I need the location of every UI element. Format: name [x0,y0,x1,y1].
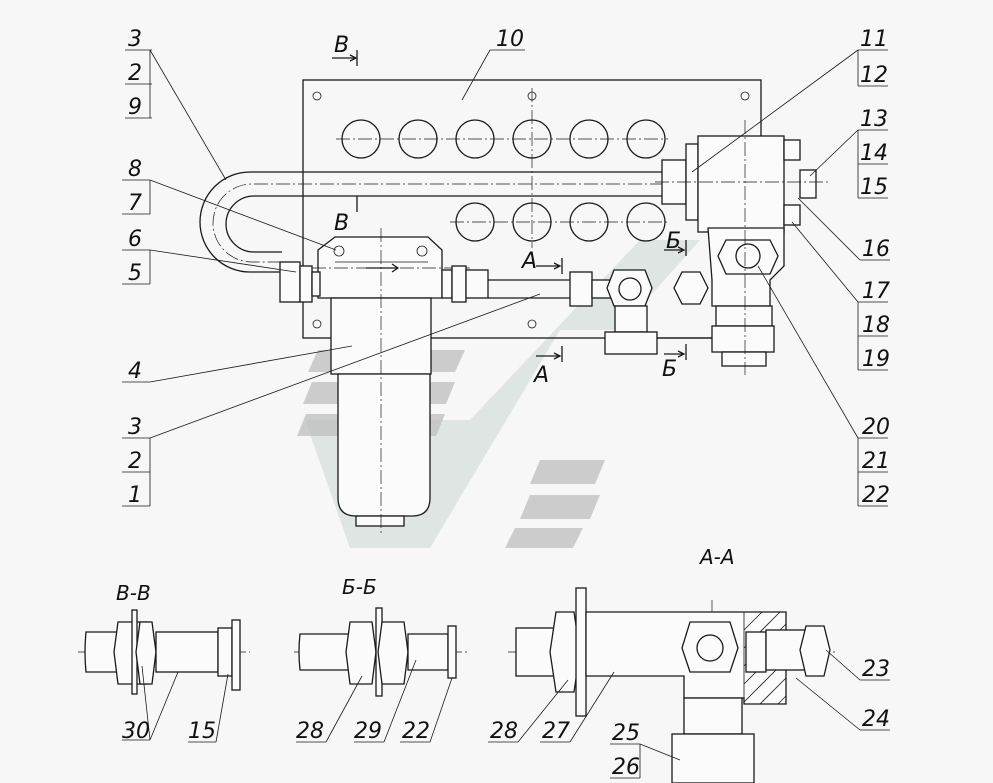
label-15-bottom: 15 [188,719,216,744]
title-vv: В-В [116,581,151,605]
label-30: 30 [122,719,150,744]
marker-b-top: Б [666,229,681,254]
label-27: 27 [542,719,570,744]
section-markers [332,50,687,362]
leader-lines [122,49,890,507]
label-22-top: 22 [862,483,890,508]
label-12: 12 [860,63,888,88]
marker-b-bot: Б [662,357,677,382]
title-bb: Б-Б [342,575,377,599]
label-13: 13 [860,107,888,132]
label-21: 21 [862,449,890,474]
label-15-top: 15 [860,175,888,200]
section-view-vv [78,609,250,743]
label-7: 7 [128,191,142,216]
label-28-bb: 28 [296,719,324,744]
label-23: 23 [862,657,890,682]
label-6: 6 [128,227,142,252]
label-9: 9 [128,95,142,120]
label-10: 10 [496,27,524,52]
label-26: 26 [612,755,640,780]
section-view-aa [488,587,890,783]
label-20: 20 [862,415,890,440]
label-3-bottom: 3 [128,415,142,440]
label-24: 24 [862,707,890,732]
label-22-bottom: 22 [402,719,430,744]
label-14: 14 [860,141,888,166]
title-aa: А-А [698,545,735,569]
section-marker-labels: В В А А Б Б [334,33,681,388]
label-11: 11 [860,27,888,52]
section-titles: В-В Б-Б А-А [116,545,735,605]
mounting-plate [302,79,762,339]
section-view-bb [294,607,470,743]
label-4: 4 [128,359,142,384]
label-1: 1 [128,483,142,508]
label-16: 16 [862,237,890,262]
label-2-top: 2 [128,61,142,86]
marker-v-mid: В [334,211,349,236]
marker-v-top: В [334,33,349,58]
filter-housing [290,228,470,535]
label-2-bottom: 2 [128,449,142,474]
label-29: 29 [354,719,382,744]
label-8: 8 [128,157,142,182]
marker-a-top: А [520,249,537,274]
label-3-top: 3 [128,27,142,52]
label-25: 25 [612,721,640,746]
label-18: 18 [862,313,890,338]
label-28-aa: 28 [490,719,518,744]
label-17: 17 [862,279,890,304]
part-number-labels: 3 2 9 10 8 7 6 5 4 3 2 1 11 12 13 14 15 … [122,27,890,780]
marker-a-bot: А [532,363,549,388]
label-19: 19 [862,347,890,372]
center-tube [441,265,712,355]
bent-tube [199,171,664,273]
label-5: 5 [128,261,142,286]
valve-block [655,120,830,375]
